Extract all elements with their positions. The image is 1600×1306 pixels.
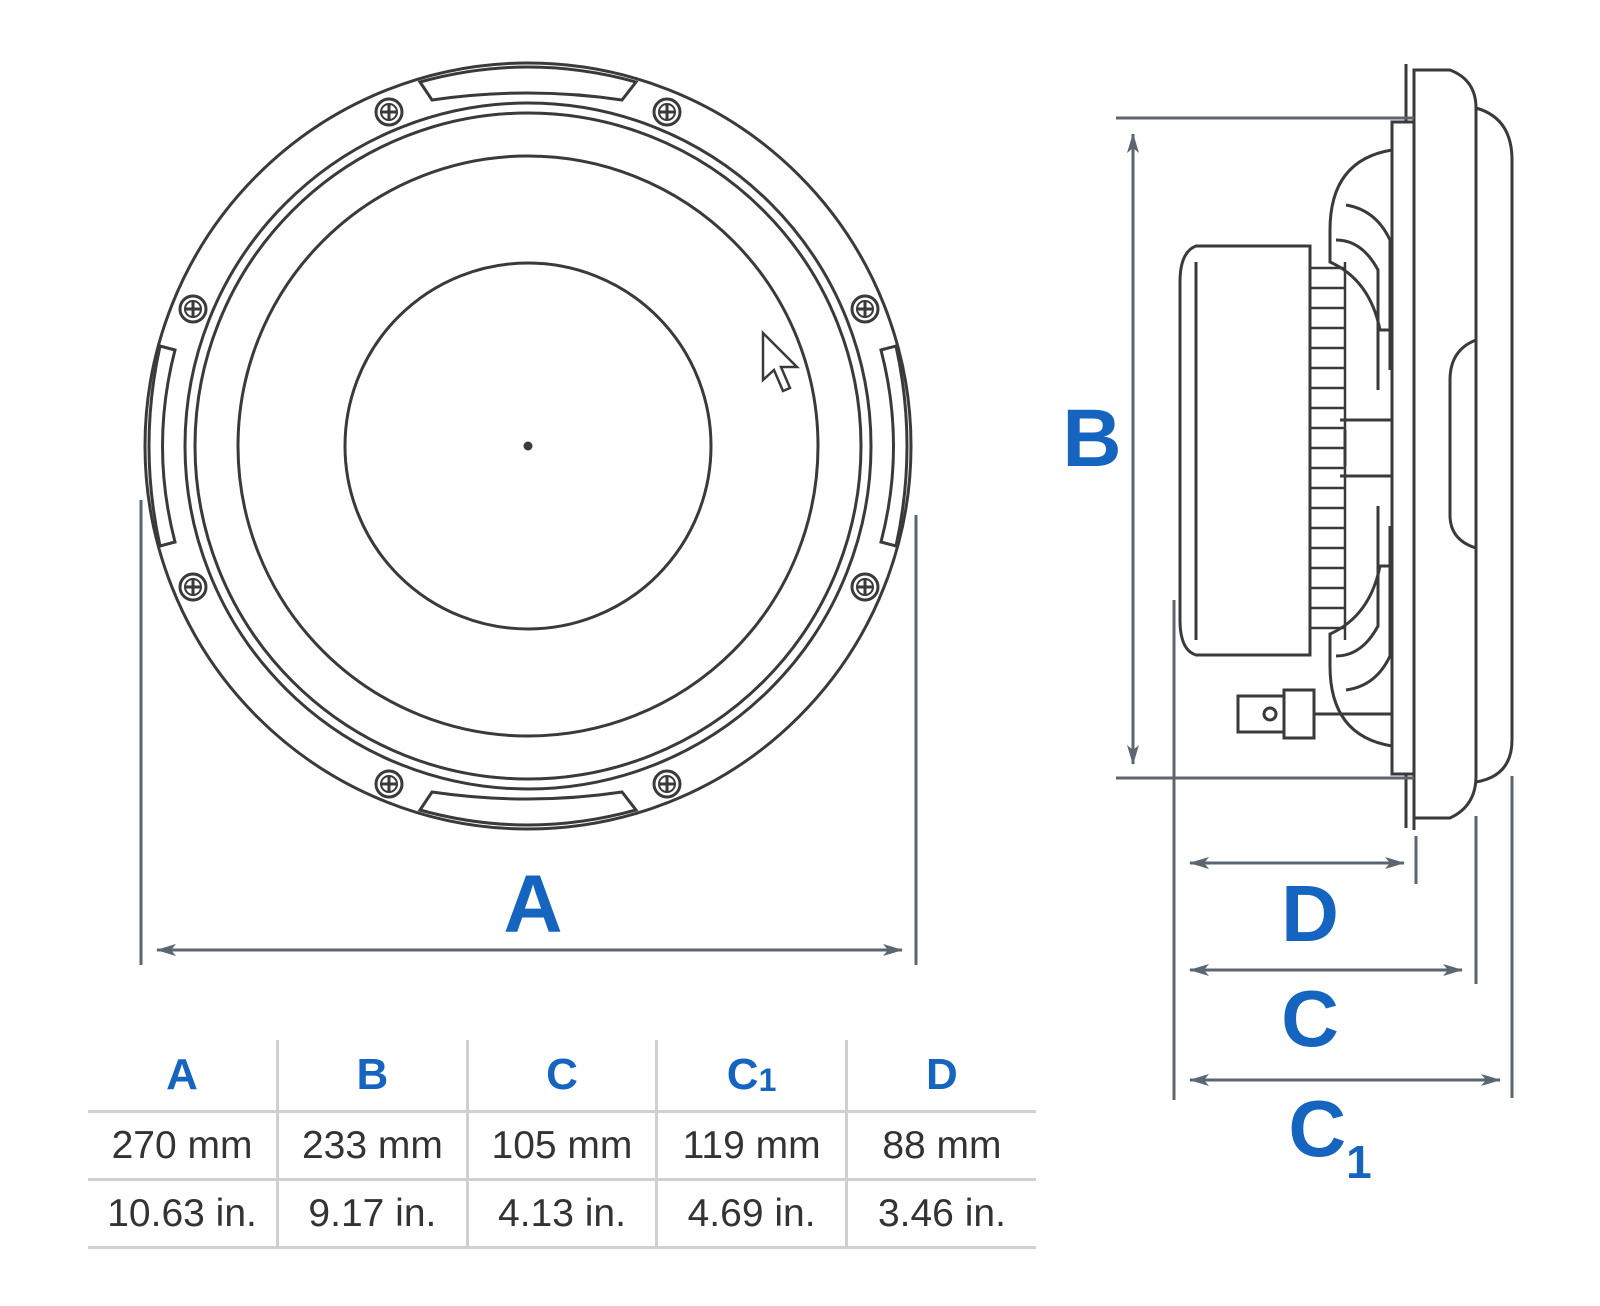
header-text: B (356, 1050, 389, 1099)
table-header-row: A B C C1 D (88, 1040, 1036, 1113)
table-cell: 119 mm (655, 1111, 847, 1181)
magnet (1178, 244, 1312, 657)
screw-icon (850, 572, 880, 602)
basket-lower-arm (1328, 564, 1393, 748)
front-view (143, 61, 913, 831)
flange-recess (1448, 338, 1477, 550)
screw-icon (178, 294, 208, 324)
table-cell: 9.17 in. (276, 1179, 468, 1249)
screw-icon (850, 294, 880, 324)
table-header-b: B (276, 1040, 468, 1113)
table-cell: 4.69 in. (655, 1179, 847, 1249)
dust-cap (343, 261, 713, 631)
header-text: C (726, 1050, 759, 1099)
heatsink-fins (1310, 262, 1347, 640)
terminal-connector (1236, 688, 1392, 740)
right-handle-cutout (879, 344, 909, 548)
left-handle-cutout (147, 344, 177, 548)
screw-icon (652, 769, 682, 799)
dimension-table: A B C C1 D 270 mm 233 mm 105 mm 119 mm 8… (88, 1040, 1036, 1249)
table-cell: 233 mm (276, 1111, 468, 1181)
mouse-cursor-icon (761, 329, 801, 393)
frame-inner-ring (183, 101, 873, 791)
table-cell: 105 mm (465, 1111, 657, 1181)
table-cell: 10.63 in. (88, 1179, 278, 1249)
table-cell: 4.13 in. (465, 1179, 657, 1249)
table-header-d: D (844, 1040, 1036, 1113)
dimension-a (139, 500, 918, 965)
center-dot (523, 441, 533, 451)
cone-ring (236, 154, 820, 738)
screw-icon (374, 769, 404, 799)
header-subscript: 1 (758, 1062, 777, 1098)
label-c1: C1 (1288, 1084, 1371, 1188)
label-d: D (1281, 869, 1339, 958)
table-cell: 270 mm (88, 1111, 278, 1181)
label-b: B (1062, 393, 1121, 484)
mounting-flange (1412, 68, 1478, 820)
header-text: C (546, 1050, 578, 1099)
table-cell: 88 mm (844, 1111, 1036, 1181)
dimension-b (1116, 116, 1414, 780)
screw-icon (652, 97, 682, 127)
screw-icon (178, 572, 208, 602)
table-header-a: A (88, 1040, 278, 1113)
bottom-handle-cutout (417, 790, 639, 827)
label-a: A (503, 859, 562, 950)
table-row-inches: 10.63 in. 9.17 in. 4.13 in. 4.69 in. 3.4… (88, 1179, 1036, 1249)
top-handle-cutout (417, 65, 639, 102)
label-c: C (1281, 974, 1339, 1063)
label-c1-main: C (1288, 1084, 1346, 1173)
table-header-c: C (465, 1040, 657, 1113)
screw-icon (374, 97, 404, 127)
label-c1-sub: 1 (1346, 1136, 1372, 1188)
surround-ring (193, 111, 863, 781)
side-view (1178, 64, 1514, 830)
outer-frame-ring (143, 61, 913, 831)
table-row-mm: 270 mm 233 mm 105 mm 119 mm 88 mm (88, 1111, 1036, 1181)
table-cell: 3.46 in. (844, 1179, 1036, 1249)
basket-upper-arm (1328, 148, 1393, 332)
dimension-depth (1172, 600, 1514, 1100)
header-text: D (926, 1050, 958, 1099)
header-text: A (166, 1050, 198, 1099)
table-header-c1: C1 (655, 1040, 847, 1113)
